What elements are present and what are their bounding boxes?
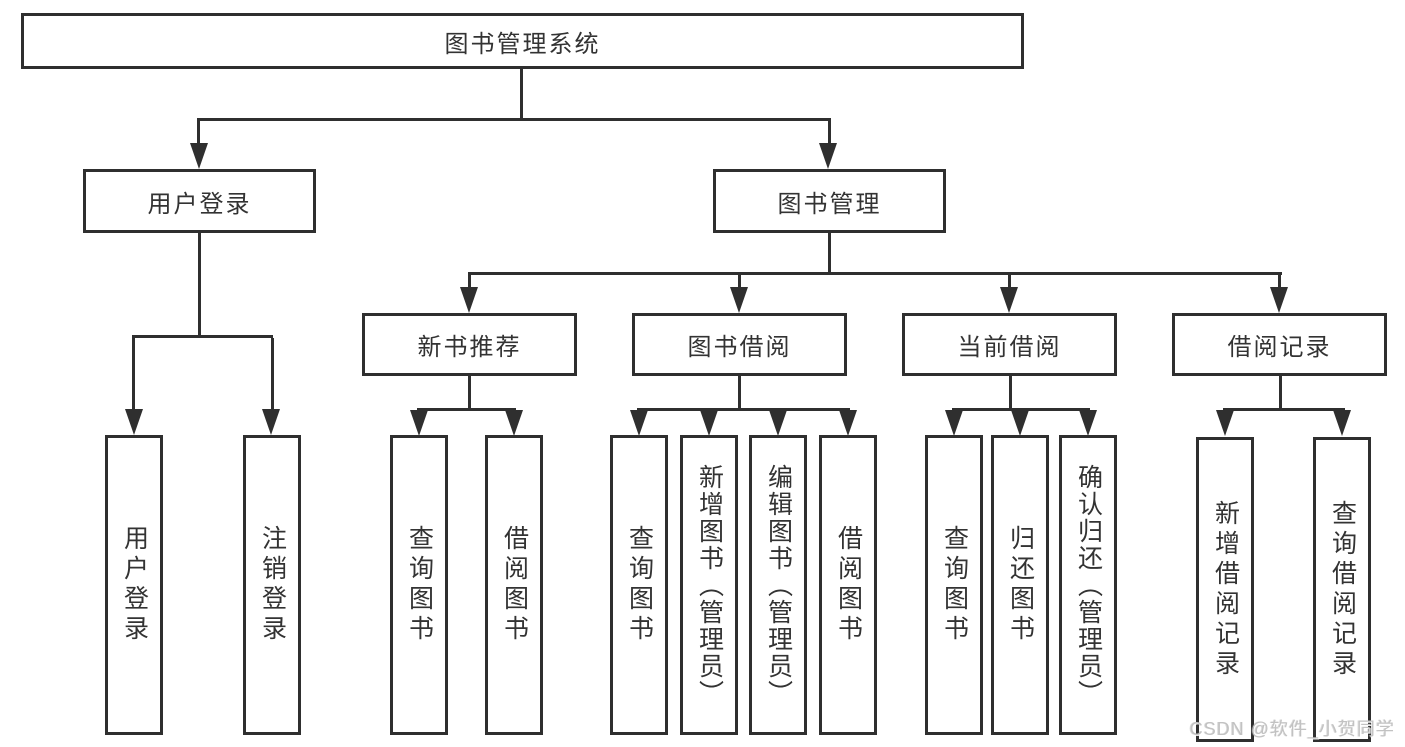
leaf-label: 注销登录 — [258, 525, 287, 645]
leaf-label: 归还图书 — [1006, 525, 1035, 645]
node-root-label: 图书管理系统 — [444, 30, 601, 58]
node-root: 图书管理系统 — [21, 13, 1024, 69]
leaf-label: 编辑图书（管理员） — [764, 463, 793, 707]
arrow-down-icon — [190, 143, 208, 169]
leaf-label: 借阅图书 — [500, 525, 529, 645]
arrow-down-icon — [730, 287, 748, 313]
leaf-confirm-return-admin: 确认归还（管理员） — [1059, 435, 1117, 735]
connector-hbar — [417, 408, 516, 411]
csdn-watermark: CSDN @软件_小贺同学 — [1189, 719, 1395, 739]
arrow-down-icon — [262, 409, 280, 435]
connector-user-hbar — [132, 335, 273, 338]
arrow-down-icon — [819, 143, 837, 169]
node-new-book-rec: 新书推荐 — [362, 313, 577, 376]
arrow-down-icon — [410, 410, 428, 436]
arrow-down-icon — [945, 410, 963, 436]
arrow-down-icon — [1333, 410, 1351, 436]
arrow-down-icon — [700, 410, 718, 436]
leaf-label: 查询图书 — [940, 525, 969, 645]
leaf-query-book-rec: 查询图书 — [390, 435, 448, 735]
leaf-label: 新增借阅记录 — [1211, 499, 1240, 680]
leaf-label: 确认归还（管理员） — [1074, 463, 1103, 707]
connector-user-vline — [198, 233, 201, 335]
arrow-down-icon — [630, 410, 648, 436]
leaf-logout: 注销登录 — [243, 435, 301, 735]
connector-stem — [1278, 275, 1281, 289]
leaf-label: 查询图书 — [625, 525, 654, 645]
node-label: 图书借阅 — [687, 334, 792, 361]
arrow-down-icon — [1011, 410, 1029, 436]
leaf-label: 用户登录 — [120, 525, 149, 645]
node-label: 新书推荐 — [417, 334, 522, 361]
leaf-borrow-book-rec: 借阅图书 — [485, 435, 543, 735]
connector-hbar — [952, 408, 1090, 411]
connector-hbar — [1223, 408, 1345, 411]
node-borrow-record: 借阅记录 — [1172, 313, 1387, 376]
connector-stem — [271, 338, 274, 410]
arrow-down-icon — [505, 410, 523, 436]
leaf-query-borrow-record: 查询借阅记录 — [1313, 437, 1371, 742]
leaf-edit-book-admin: 编辑图书（管理员） — [749, 435, 807, 735]
node-book-borrow: 图书借阅 — [632, 313, 847, 376]
leaf-label: 查询图书 — [405, 525, 434, 645]
arrow-down-icon — [839, 410, 857, 436]
connector-stem — [738, 275, 741, 289]
leaf-label: 查询借阅记录 — [1328, 499, 1357, 680]
connector-vline — [738, 376, 741, 408]
node-current-borrow: 当前借阅 — [902, 313, 1117, 376]
node-label: 用户登录 — [147, 190, 252, 218]
connector-mgmt-vline — [828, 233, 831, 272]
connector-vline — [1009, 376, 1012, 408]
arrow-down-icon — [1216, 410, 1234, 436]
leaf-query-book-current: 查询图书 — [925, 435, 983, 735]
connector-stem — [197, 121, 200, 147]
leaf-borrow-book: 借阅图书 — [819, 435, 877, 735]
node-user-login-branch: 用户登录 — [83, 169, 316, 233]
leaf-return-book: 归还图书 — [991, 435, 1049, 735]
arrow-down-icon — [460, 287, 478, 313]
arrow-down-icon — [125, 409, 143, 435]
connector-root-vline — [520, 69, 523, 121]
connector-stem — [132, 338, 135, 410]
node-label: 借阅记录 — [1227, 334, 1332, 361]
connector-stem — [1008, 275, 1011, 289]
node-label: 当前借阅 — [957, 334, 1062, 361]
arrow-down-icon — [1079, 410, 1097, 436]
leaf-query-book-borrow: 查询图书 — [610, 435, 668, 735]
arrow-down-icon — [1270, 287, 1288, 313]
connector-root-hbar — [197, 118, 831, 121]
node-book-mgmt-branch: 图书管理 — [713, 169, 946, 233]
node-label: 图书管理 — [777, 190, 882, 218]
connector-stem — [468, 275, 471, 289]
connector-vline — [468, 376, 471, 408]
leaf-add-borrow-record: 新增借阅记录 — [1196, 437, 1254, 742]
connector-hbar — [637, 408, 850, 411]
connector-stem — [828, 121, 831, 147]
arrow-down-icon — [1000, 287, 1018, 313]
leaf-user-login: 用户登录 — [105, 435, 163, 735]
arrow-down-icon — [769, 410, 787, 436]
connector-vline — [1279, 376, 1282, 408]
leaf-label: 新增图书（管理员） — [695, 463, 724, 707]
connector-mgmt-hbar — [468, 272, 1282, 275]
leaf-label: 借阅图书 — [834, 525, 863, 645]
leaf-add-book-admin: 新增图书（管理员） — [680, 435, 738, 735]
